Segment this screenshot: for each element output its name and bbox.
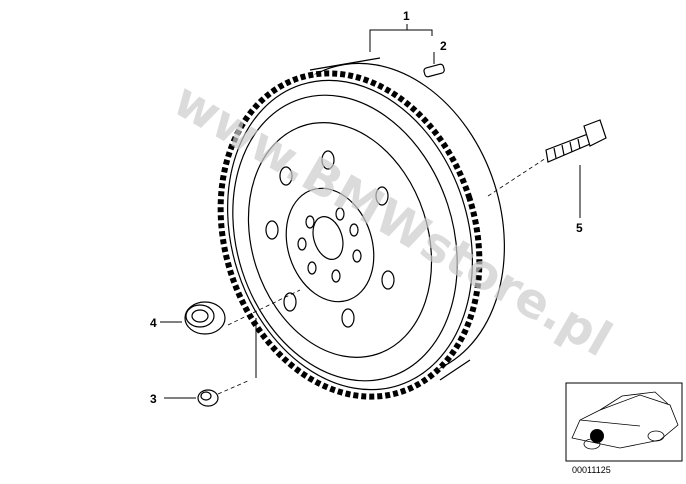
ring-gear [217, 70, 483, 400]
flywheel [217, 57, 505, 400]
callout-2: 2 [440, 39, 447, 53]
callout-4: 4 [150, 316, 157, 330]
pilot-bearing [184, 301, 226, 335]
callout-1: 1 [403, 9, 410, 23]
catalog-number: 00011125 [572, 465, 611, 475]
callout-3: 3 [150, 392, 157, 406]
callout-5: 5 [576, 221, 583, 235]
bushing [197, 389, 219, 407]
outer-holes [265, 150, 395, 328]
car-location-thumbnail: 00011125 [565, 382, 683, 475]
bolt-holes [297, 207, 362, 283]
flywheel-bolt [545, 119, 607, 163]
flywheel-hub [285, 187, 375, 303]
location-marker [590, 429, 604, 443]
center-bore [312, 216, 344, 260]
dowel-pin [423, 63, 445, 78]
